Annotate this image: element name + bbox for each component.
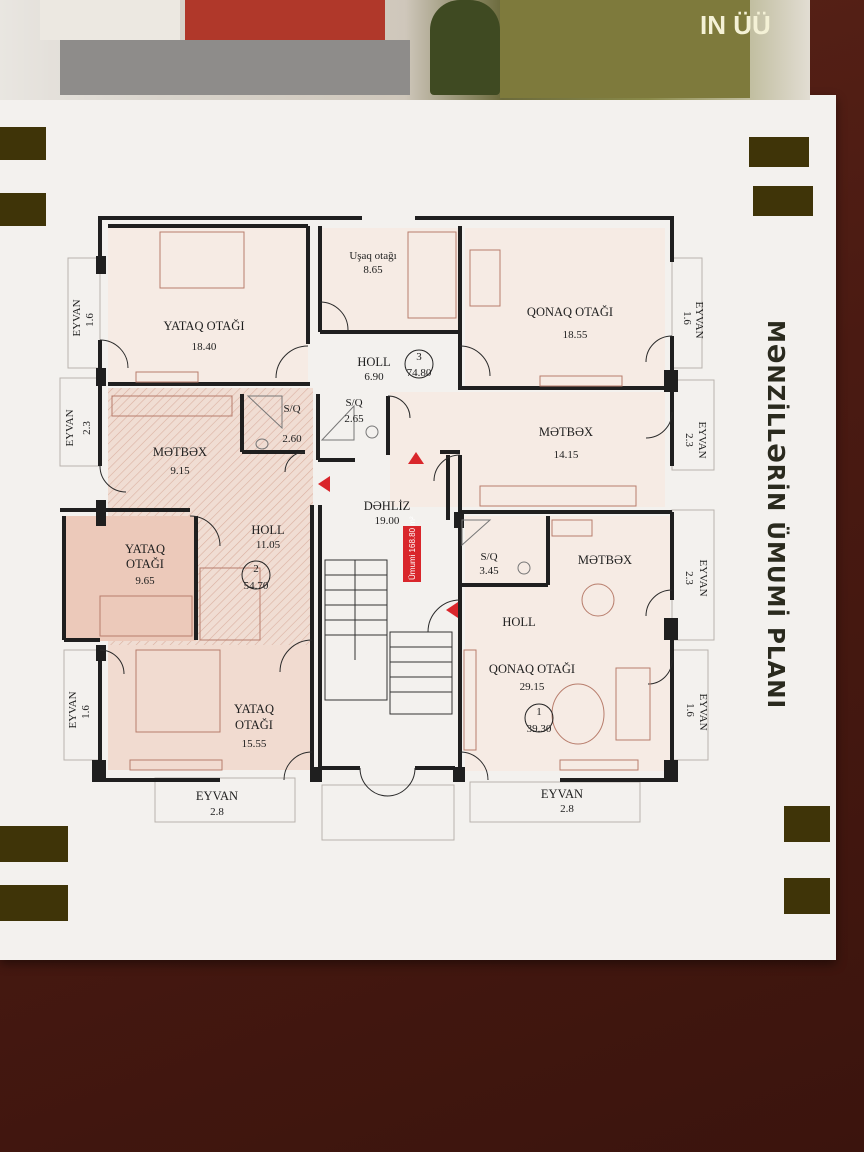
walls: [60, 216, 674, 782]
photo-building-wall: [40, 0, 180, 40]
gold-mark: [784, 878, 830, 914]
apartment-area: 74.80: [407, 367, 432, 379]
photo-road: [60, 40, 410, 95]
balcony-label: EYVAN: [71, 299, 83, 336]
balcony-size: 2.3: [683, 571, 695, 585]
room-name: YATAQ OTAĞI: [164, 319, 245, 333]
room-area: 9.15: [170, 465, 190, 477]
room-name: YATAQ: [125, 542, 165, 556]
room-area: 2.60: [282, 433, 302, 445]
balcony-label: EYVAN: [541, 787, 583, 801]
apartment-area: 54.70: [244, 580, 269, 592]
room-name: MƏTBƏX: [578, 553, 632, 567]
room-name: S/Q: [345, 397, 362, 409]
room-name: QONAQ OTAĞI: [489, 662, 575, 676]
room-area: 8.65: [363, 264, 383, 276]
room-area: 15.55: [242, 738, 267, 750]
photo-tree: [430, 0, 500, 95]
room-fill: [465, 228, 665, 388]
photo-strip: IN ÜÜ: [0, 0, 810, 100]
room-fill: [320, 228, 460, 333]
room-name: OTAĞI: [126, 557, 164, 571]
balcony-size: 2.8: [560, 803, 574, 815]
room-name: MƏTBƏX: [539, 425, 593, 439]
room-name: Uşaq otağı: [349, 250, 396, 262]
gold-mark: [0, 826, 68, 862]
balcony-label: EYVAN: [696, 421, 708, 458]
room-name: OTAĞI: [235, 718, 273, 732]
balcony-size: 2.3: [683, 433, 695, 447]
room-area: 14.15: [554, 449, 579, 461]
apartment-number: 1: [536, 706, 542, 718]
balcony-size: 1.6: [681, 311, 693, 325]
room-area: 18.40: [192, 341, 217, 353]
balcony-label: EYVAN: [64, 409, 76, 446]
gold-mark: [0, 127, 46, 160]
room-area: 9.65: [135, 575, 155, 587]
staircase: [324, 559, 453, 715]
gold-mark: [0, 885, 68, 921]
total-area-note-box: [403, 526, 421, 582]
total-area-note: Ümumi 168.80 m²: [408, 516, 417, 580]
balcony-size: 1.6: [80, 705, 92, 719]
photo-building-roof: [185, 0, 385, 40]
entrance-arrows: [318, 452, 458, 618]
room-area: 29.15: [520, 681, 545, 693]
room-name: HOLL: [251, 523, 284, 537]
furniture: [99, 231, 651, 771]
room-area: 19.00: [375, 515, 400, 527]
room-area: 6.90: [364, 371, 384, 383]
apartment-number: 2: [253, 563, 259, 575]
room-name: DƏHLİZ: [364, 499, 411, 513]
room-name: MƏTBƏX: [153, 445, 207, 459]
plan-title: MƏNZİLLƏRİN ÜMUMİ PLANI: [762, 320, 788, 710]
room-fill: [108, 645, 313, 770]
balcony-label: EYVAN: [693, 301, 705, 338]
wall-columns: [92, 256, 678, 782]
room-fill: [66, 516, 196, 641]
room-fill: [390, 392, 665, 507]
gold-mark: [784, 806, 830, 842]
room-name: HOLL: [502, 615, 535, 629]
balcony-labels: EYVAN 1.6 EYVAN 2.3 EYVAN 1.6 EYVAN 2.8 …: [64, 299, 709, 818]
room-area: 2.65: [344, 413, 364, 425]
room-name: YATAQ: [234, 702, 274, 716]
room-name: S/Q: [480, 551, 497, 563]
door-swings: [99, 301, 673, 797]
photo-caption: IN ÜÜ: [700, 10, 771, 40]
apartment-markers: [241, 349, 554, 733]
room-fill: [108, 225, 308, 385]
balcony-size: 1.6: [84, 313, 96, 327]
bathroom-fixtures: [246, 395, 531, 575]
balcony-size: 1.6: [684, 703, 696, 717]
room-name: QONAQ OTAĞI: [527, 305, 613, 319]
balcony-size: 2.8: [210, 806, 224, 818]
balcony-label: EYVAN: [697, 693, 709, 730]
gold-mark: [753, 186, 813, 216]
room-labels: YATAQ OTAĞI 18.40 Uşaq otağı 8.65 QONAQ …: [125, 250, 632, 750]
room-area: 18.55: [563, 329, 588, 341]
room-area: 11.05: [256, 539, 281, 551]
balcony-label: EYVAN: [67, 691, 79, 728]
balcony-label: EYVAN: [697, 559, 709, 596]
room-name: S/Q: [283, 403, 300, 415]
balcony-label: EYVAN: [196, 789, 238, 803]
room-area: 3.45: [479, 565, 499, 577]
room-fill: [465, 516, 670, 771]
apartment-area: 39.30: [527, 723, 552, 735]
balcony-size: 2.3: [81, 421, 93, 435]
gold-mark: [749, 137, 809, 167]
room-name: HOLL: [357, 355, 390, 369]
gold-mark: [0, 193, 46, 226]
photo-billboard: [500, 0, 750, 98]
apartment-number: 3: [416, 351, 422, 363]
